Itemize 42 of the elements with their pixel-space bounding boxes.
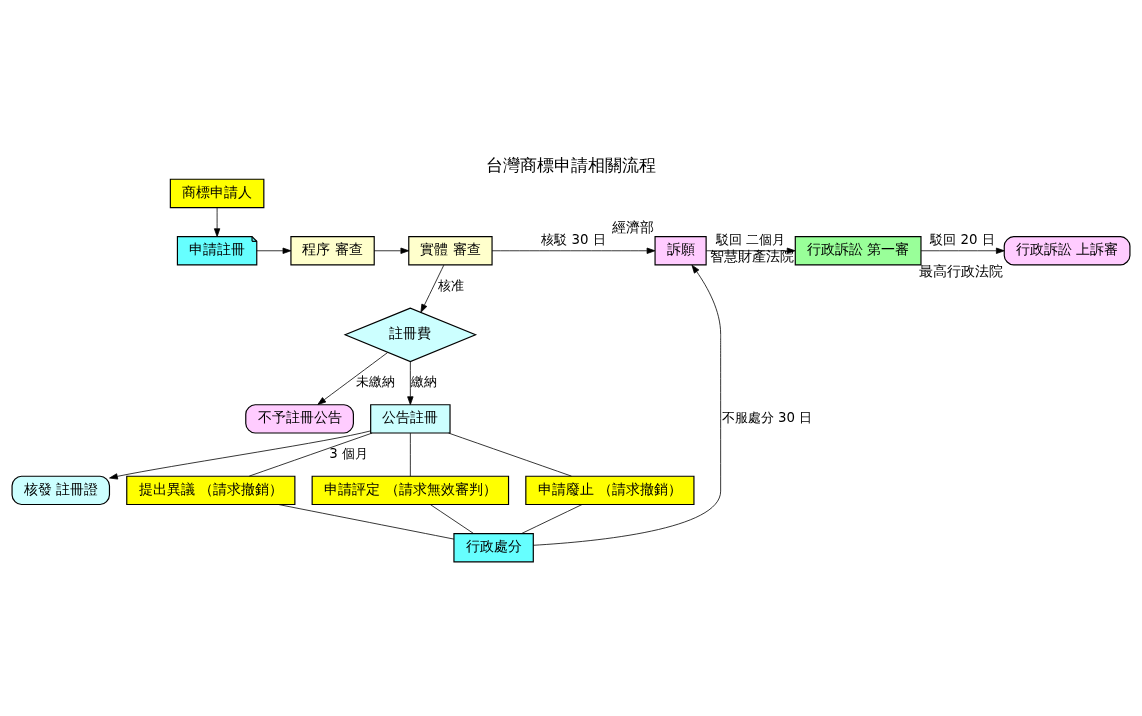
edge-label: 駁回 20 日 <box>930 232 995 248</box>
arrow <box>420 264 445 313</box>
arrow <box>706 247 796 254</box>
connector <box>248 432 373 477</box>
node-box: 申請廢止 （請求撤銷） <box>525 475 695 506</box>
node-box: 申請評定 （請求無效審判） <box>311 475 510 506</box>
node-diamond: 註冊費 <box>343 307 478 363</box>
edge-label: 未繳納 <box>356 374 396 390</box>
node-label: 經濟部 <box>612 219 655 236</box>
node-box: 公告註冊 <box>370 404 451 434</box>
arrow <box>256 247 292 254</box>
arrow <box>317 352 389 405</box>
arrow <box>533 264 722 546</box>
node-box: 實體 審查 <box>408 236 493 266</box>
node-box: 行政訴訟 上訴審 <box>1003 236 1131 266</box>
connector <box>429 504 474 534</box>
node-box: 行政訴訟 第一審 <box>794 236 922 266</box>
node-box: 核發 註冊證 <box>11 475 111 506</box>
node-box: 訴願 <box>654 236 707 266</box>
connector <box>448 432 572 477</box>
edge-label: 核駁 30 日 <box>541 232 606 248</box>
node-box: 行政處分 <box>453 533 534 563</box>
node-box: 商標申請人 <box>169 178 265 209</box>
connector <box>521 504 583 534</box>
arrow <box>920 247 1005 254</box>
node-box: 程序 審查 <box>290 236 375 266</box>
connector <box>278 504 455 540</box>
edge-label: 不服處分 30 日 <box>721 410 813 426</box>
arrow <box>213 207 221 237</box>
connector <box>409 432 411 477</box>
edge-label: 駁回 二個月 <box>716 232 786 248</box>
diagram-title: 台灣商標申請相關流程 <box>486 155 656 176</box>
arrow <box>109 430 371 480</box>
arrow <box>373 247 410 254</box>
arrow <box>407 361 414 405</box>
edge-label: 核准 <box>437 277 464 293</box>
edge-label: 3 個月 <box>329 445 369 461</box>
edge-label: 繳納 <box>411 374 438 390</box>
node-label: 最高行政法院 <box>919 263 1004 280</box>
node-box: 不予註冊公告 <box>245 404 354 434</box>
arrow <box>491 247 656 254</box>
node-box: 提出異議 （請求撤銷） <box>126 475 296 506</box>
